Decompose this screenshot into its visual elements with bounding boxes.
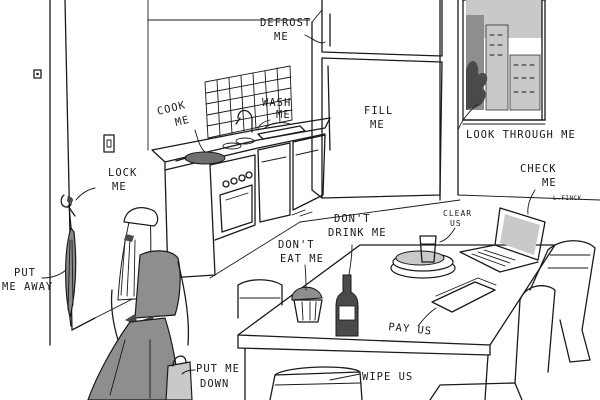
- label-put-down-me: DOWN: [200, 378, 229, 390]
- label-wipe: WIPE US: [362, 371, 413, 383]
- label-look-through: LOOK THROUGH ME: [466, 129, 576, 141]
- label-put-away-me: ME AWAY: [2, 281, 53, 293]
- label-wash: WASH: [262, 97, 291, 109]
- label-put-down: PUT ME: [196, 363, 240, 375]
- label-dont-eat-me: EAT ME: [280, 253, 324, 265]
- plates-icon: [390, 250, 456, 279]
- label-dont-drink: DON'T: [334, 213, 371, 225]
- glass-icon: [419, 235, 437, 263]
- label-fill: FILL: [364, 105, 393, 117]
- label-defrost: DEFROST: [260, 17, 311, 29]
- girl-figure: [87, 207, 190, 400]
- annotation-labels: DEFROST ME COOK ME WASH ME FILL ME LOOK …: [2, 17, 582, 390]
- label-wash-me: ME: [276, 109, 291, 121]
- muffin-icon: [291, 286, 323, 323]
- wall-outlet-icon: [33, 69, 42, 79]
- label-cook-me: ME: [174, 114, 191, 129]
- room-walls: [49, 0, 600, 346]
- light-switch-icon: [103, 134, 115, 153]
- chair-icon: [237, 240, 596, 400]
- backsplash-tiles: [204, 65, 293, 139]
- label-pointers: [41, 34, 536, 381]
- label-put-away: PUT: [14, 267, 36, 279]
- label-clear-us: US: [450, 219, 462, 228]
- label-check: CHECK: [520, 163, 557, 175]
- label-dont-drink-me: DRINK ME: [328, 227, 387, 239]
- umbrella-icon: [65, 204, 77, 327]
- refrigerator-icon: [311, 0, 443, 199]
- label-lock: LOCK: [108, 167, 137, 179]
- bottle-icon: [335, 274, 359, 337]
- stove-icon: [151, 117, 331, 279]
- artist-signature: L.FINCK: [553, 195, 582, 202]
- sink-icon: [235, 109, 306, 140]
- laptop-icon: [459, 207, 546, 273]
- label-lock-me: ME: [112, 181, 127, 193]
- door-lock-icon: [60, 194, 76, 217]
- label-fill-me: ME: [370, 119, 385, 131]
- label-clear: CLEAR: [443, 209, 472, 218]
- bills-icon: [431, 277, 497, 313]
- label-dont-eat: DON'T: [278, 239, 315, 251]
- label-defrost-me: ME: [274, 31, 289, 43]
- window-icon: [462, 0, 546, 125]
- label-check-me: ME: [542, 177, 557, 189]
- label-pay: PAY US: [388, 321, 433, 338]
